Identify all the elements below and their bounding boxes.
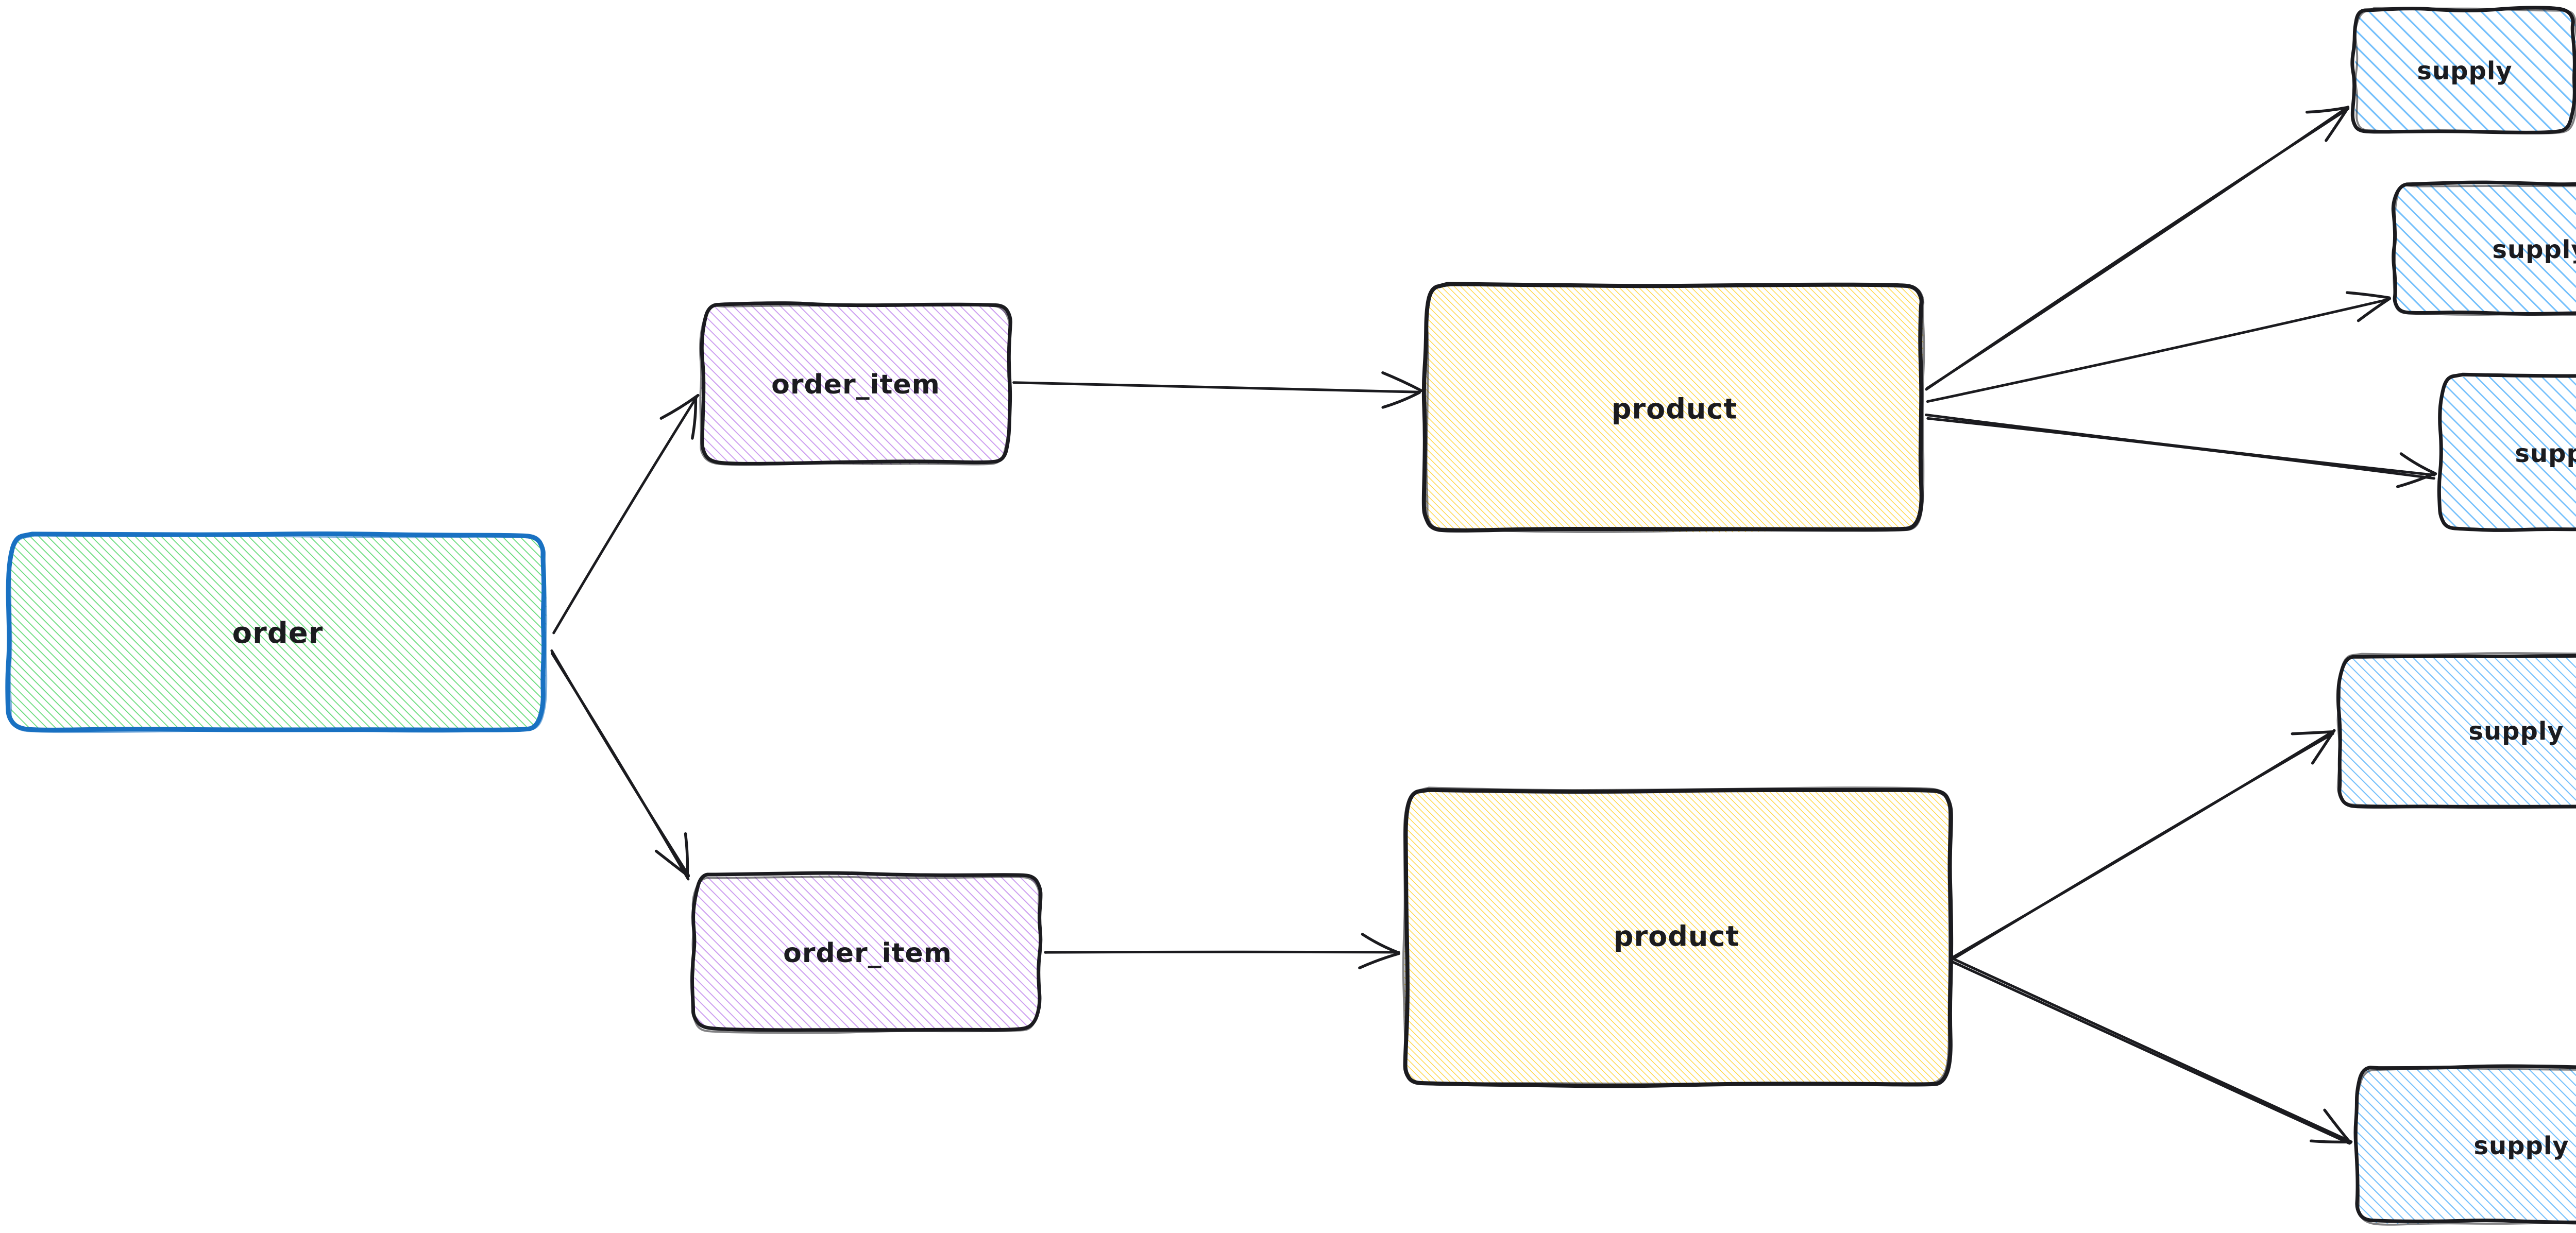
arrowhead-stroke bbox=[659, 393, 700, 420]
edge-line bbox=[1925, 414, 2436, 476]
edge-product_top-to-supply_2 bbox=[1926, 291, 2392, 403]
node-fill bbox=[2339, 654, 2576, 808]
node-outline bbox=[691, 876, 1041, 1034]
edge-product_bottom-to-supply_4 bbox=[1951, 729, 2336, 961]
arrowhead-stroke bbox=[2399, 452, 2437, 475]
node-order_item_bottom[interactable]: order_item bbox=[690, 871, 1043, 1034]
node-outline bbox=[2355, 1067, 2576, 1226]
edge-line bbox=[552, 395, 698, 635]
arrowhead-stroke bbox=[1381, 371, 1423, 392]
arrowhead-stroke bbox=[1358, 952, 1400, 969]
arrowhead-stroke bbox=[2309, 1139, 2351, 1144]
node-label: supply bbox=[2492, 235, 2576, 264]
node-fill bbox=[2393, 184, 2576, 315]
node-outline bbox=[8, 534, 548, 733]
node-outline bbox=[2438, 373, 2576, 532]
node-fill bbox=[701, 304, 1011, 465]
arrowhead-stroke bbox=[684, 832, 689, 878]
node-outline bbox=[699, 304, 1011, 466]
node-fill bbox=[2440, 375, 2576, 531]
arrowhead-stroke bbox=[1381, 391, 1421, 409]
edge-line bbox=[1950, 960, 2351, 1145]
node-label: supply bbox=[2468, 717, 2564, 746]
edge-product_top-to-supply_3 bbox=[1925, 414, 2437, 488]
edge-product_bottom-to-supply_5 bbox=[1950, 957, 2353, 1145]
node-supply_3[interactable]: supply bbox=[2437, 372, 2576, 532]
arrowhead-stroke bbox=[2311, 729, 2336, 765]
edge-line bbox=[1926, 298, 2389, 403]
node-outline bbox=[2354, 7, 2576, 134]
edge-order-to-order_item_bottom bbox=[550, 649, 690, 881]
node-supply_4[interactable]: supply bbox=[2336, 652, 2576, 809]
arrowhead-stroke bbox=[2325, 106, 2350, 142]
arrowhead-stroke bbox=[2396, 472, 2436, 488]
edge-line bbox=[1951, 957, 2353, 1143]
edge-line bbox=[1012, 381, 1421, 393]
node-label: product bbox=[1612, 393, 1737, 425]
node-outline bbox=[2350, 6, 2576, 134]
node-fill bbox=[9, 535, 547, 731]
edge-line bbox=[1926, 417, 2435, 480]
node-outline bbox=[2393, 184, 2576, 316]
edges-layer bbox=[550, 106, 2437, 1145]
node-fill bbox=[2355, 1067, 2576, 1224]
node-fill bbox=[1425, 285, 1924, 533]
node-fill bbox=[1404, 788, 1949, 1085]
node-product_bottom[interactable]: product bbox=[1402, 786, 1954, 1088]
node-label: order_item bbox=[771, 369, 940, 400]
node-label: order_item bbox=[783, 938, 952, 969]
arrowhead-stroke bbox=[2345, 291, 2391, 299]
arrowhead-stroke bbox=[2323, 1108, 2352, 1144]
node-fill bbox=[693, 875, 1042, 1031]
edge-line bbox=[1951, 732, 2334, 961]
arrowhead-stroke bbox=[2305, 106, 2349, 114]
node-order[interactable]: order bbox=[5, 531, 548, 733]
arrowhead-stroke bbox=[691, 396, 698, 440]
node-outline bbox=[1425, 283, 1925, 533]
node-label: supply bbox=[2417, 57, 2512, 85]
node-fill bbox=[2354, 9, 2576, 133]
node-label: supply bbox=[2473, 1132, 2569, 1160]
edge-order_item_bottom-to-product_bottom bbox=[1044, 933, 1400, 969]
node-label: supply bbox=[2515, 439, 2576, 468]
node-supply_5[interactable]: supply bbox=[2353, 1064, 2576, 1226]
node-supply_2[interactable]: supply bbox=[2391, 180, 2576, 316]
node-order_item_top[interactable]: order_item bbox=[699, 301, 1012, 466]
node-product_top[interactable]: product bbox=[1421, 282, 1925, 533]
arrowhead-stroke bbox=[2291, 730, 2335, 735]
arrowhead-stroke bbox=[2357, 297, 2392, 322]
edge-product_top-to-supply_1 bbox=[1925, 106, 2350, 391]
node-outline bbox=[1402, 786, 1951, 1086]
arrowhead-stroke bbox=[1361, 933, 1399, 954]
edge-line bbox=[1925, 107, 2350, 391]
arrowhead-stroke bbox=[654, 849, 690, 878]
node-outline bbox=[2336, 652, 2576, 808]
edge-order-to-order_item_top bbox=[552, 393, 700, 635]
node-label: order bbox=[232, 616, 324, 650]
edge-line bbox=[551, 652, 690, 881]
nodes-layer: orderorder_itemorder_itemproductproducts… bbox=[5, 6, 2576, 1226]
node-supply_1[interactable]: supply bbox=[2350, 6, 2576, 134]
node-label: product bbox=[1614, 920, 1739, 953]
edge-order_item_top-to-product_top bbox=[1012, 371, 1423, 409]
